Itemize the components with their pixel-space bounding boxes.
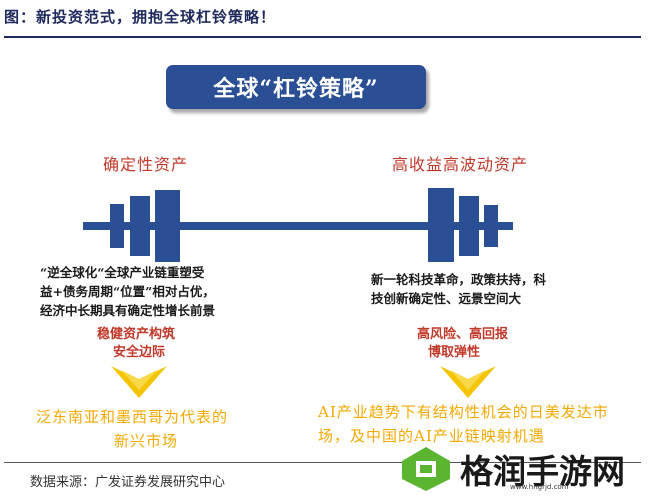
- watermark-url: www.hngrjd.com: [510, 483, 569, 491]
- left-description: “逆全球化“全球产业链重塑受 益+债务周期“位置”相对占优， 经济中长期具有确定…: [40, 263, 280, 320]
- left-outcome: 泛东南亚和墨西哥为代表的 新兴市场: [36, 405, 276, 453]
- footer-divider: [4, 462, 641, 463]
- right-tag: 高风险、高回报: [417, 327, 509, 342]
- left-plate-3: [155, 190, 180, 262]
- left-category-label: 确定性资产: [103, 155, 189, 174]
- watermark-logo-icon: [402, 447, 450, 491]
- right-outcome-line: AI产业趋势下有结构性机会的日美发达市: [318, 403, 609, 421]
- title-divider: [4, 36, 641, 38]
- left-description-line: “逆全球化“全球产业链重塑受: [40, 265, 205, 280]
- right-description-line: 新一轮科技革命，政策扶持，科: [371, 272, 547, 287]
- right-tag: 博取弹性: [428, 345, 481, 360]
- left-plate-2: [130, 196, 150, 256]
- strategy-banner: 全球“杠铃策略”: [166, 65, 426, 109]
- left-outcome-line: 新兴市场: [114, 432, 179, 450]
- left-down-arrow-icon: [111, 366, 167, 398]
- left-tag: 安全边际: [113, 345, 166, 360]
- watermark: 格润手游网 www.hngrjd.com: [400, 443, 645, 495]
- right-plate-1: [428, 188, 454, 262]
- right-plate-3: [484, 205, 498, 247]
- right-outcome: AI产业趋势下有结构性机会的日美发达市 场，及中国的AI产业链映射机遇: [318, 400, 628, 448]
- right-description-line: 技创新确定性、远景空间大: [371, 291, 522, 306]
- right-plate-2: [459, 196, 479, 256]
- right-outcome-line: 场，及中国的AI产业链映射机遇: [318, 427, 545, 445]
- left-plate-1: [110, 204, 124, 248]
- watermark-text: 格润手游网: [460, 452, 625, 491]
- left-outcome-line: 泛东南亚和墨西哥为代表的: [36, 408, 229, 426]
- right-down-arrow-icon: [440, 366, 496, 398]
- left-description-line: 益+债务周期“位置”相对占优，: [40, 284, 215, 299]
- source-note: 数据来源：广发证券发展研究中心: [30, 475, 226, 490]
- left-description-line: 经济中长期具有确定性增长前景: [40, 303, 216, 318]
- left-tag: 稳健资产构筑: [97, 327, 176, 342]
- figure-title: 图：新投资范式，拥抱全球杠铃策略！: [4, 8, 277, 26]
- barbell-bar: [83, 222, 513, 230]
- barbell-diagram: [83, 188, 513, 262]
- right-description: 新一轮科技革命，政策扶持，科 技创新确定性、远景空间大: [371, 270, 611, 308]
- right-category-label: 高收益高波动资产: [392, 155, 529, 174]
